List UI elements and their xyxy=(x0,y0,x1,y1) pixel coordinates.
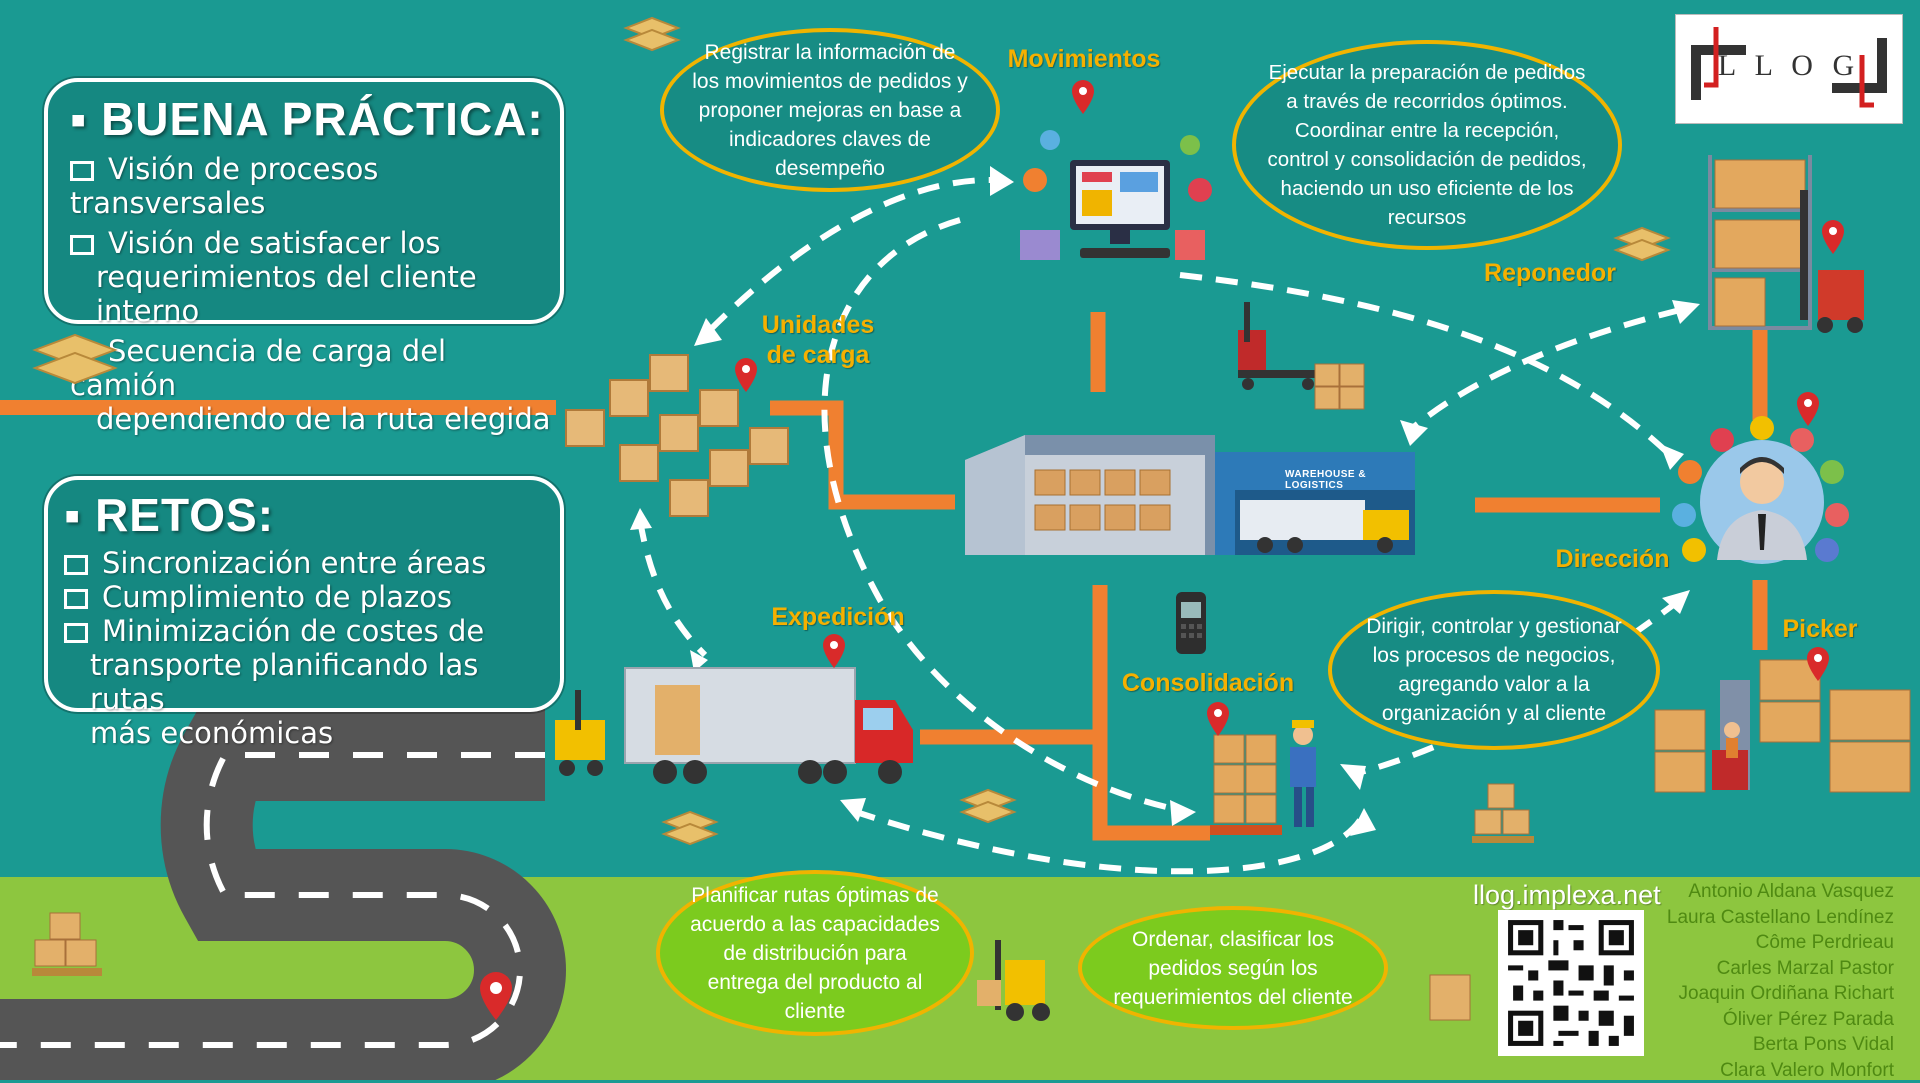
list-item-continuation: dependiendo de la ruta elegida xyxy=(70,402,560,436)
list-item-continuation: más económicas xyxy=(64,716,560,750)
scanner-icon xyxy=(1172,588,1212,658)
checkbox-icon xyxy=(70,235,94,255)
box-stack-icon xyxy=(1420,970,1480,1030)
credit-name: Carles Marzal Pastor xyxy=(1620,956,1894,982)
pallet-icon xyxy=(660,808,720,848)
label-reponedor: Reponedor xyxy=(1470,258,1630,288)
list-item: Visión de procesos transversales xyxy=(70,152,560,220)
location-pin-icon xyxy=(1820,218,1846,256)
forklift-icon xyxy=(975,940,1065,1025)
credit-name: Côme Perdrieau xyxy=(1620,930,1894,956)
bubble-reponedor: Ejecutar la preparación de pedidos a tra… xyxy=(1232,40,1622,250)
manager-avatar-icon xyxy=(1672,410,1852,590)
boxes-cluster-icon xyxy=(560,350,810,530)
good-practice-panel: ▪ BUENA PRÁCTICA: Visión de procesos tra… xyxy=(44,78,564,324)
box-stack-icon xyxy=(1310,356,1370,416)
computer-icon xyxy=(1010,120,1220,290)
warehouse-sign: WAREHOUSE & LOGISTICS xyxy=(1285,469,1425,491)
location-pin-icon xyxy=(1070,78,1096,116)
picker-shelves-icon xyxy=(1650,650,1920,800)
label-unidades-carga: Unidades de carga xyxy=(748,310,888,370)
credit-name: Berta Pons Vidal xyxy=(1620,1032,1894,1058)
list-item: Secuencia de carga del camión xyxy=(70,334,560,402)
pallet-icon xyxy=(622,14,682,54)
credit-name: Clara Valero Monfort xyxy=(1620,1058,1894,1083)
warehouse-icon xyxy=(965,430,1465,565)
location-pin-icon xyxy=(821,632,847,670)
location-pin-icon xyxy=(1805,645,1831,683)
list-item-continuation: requerimientos del cliente interno xyxy=(70,260,560,328)
bubble-movimientos: Registrar la información de los movimien… xyxy=(660,28,1000,192)
box-stack-icon xyxy=(1470,780,1540,850)
label-movimientos: Movimientos xyxy=(994,44,1174,74)
credit-name: Óliver Pérez Parada xyxy=(1620,1007,1894,1033)
list-item: Cumplimiento de plazos xyxy=(64,580,560,614)
pallet-icon xyxy=(30,330,120,390)
road xyxy=(0,755,545,1055)
challenges-panel: ▪ RETOS: Sincronización entre áreas Cump… xyxy=(44,476,564,712)
location-pin-icon xyxy=(1795,390,1821,428)
location-pin-icon xyxy=(478,970,514,1022)
list-item: Sincronización entre áreas xyxy=(64,546,560,580)
truck-icon xyxy=(545,660,925,790)
challenges-title: ▪ RETOS: xyxy=(64,488,560,542)
bubble-direccion: Dirigir, controlar y gestionar los proce… xyxy=(1328,590,1660,750)
box-stack-icon xyxy=(30,908,110,988)
label-consolidacion: Consolidación xyxy=(1108,668,1308,698)
list-item: Minimización de costes de xyxy=(64,614,560,648)
label-picker: Picker xyxy=(1770,614,1870,644)
label-expedicion: Expedición xyxy=(758,602,918,632)
pallet-icon xyxy=(958,786,1018,826)
checkbox-icon xyxy=(64,589,88,609)
checkbox-icon xyxy=(70,161,94,181)
good-practice-title: ▪ BUENA PRÁCTICA: xyxy=(70,92,560,146)
credit-name: Antonio Aldana Vasquez xyxy=(1620,879,1894,905)
bubble-consolidacion: Ordenar, clasificar los pedidos según lo… xyxy=(1078,906,1388,1030)
location-pin-icon xyxy=(1205,700,1231,738)
list-item-continuation: transporte planificando las rutas xyxy=(64,648,560,716)
label-direccion: Dirección xyxy=(1540,544,1685,574)
good-practice-list: Visión de procesos transversales Visión … xyxy=(70,152,560,436)
challenges-list: Sincronización entre áreas Cumplimiento … xyxy=(64,546,560,750)
credit-name: Joaquin Ordiñana Richart xyxy=(1620,981,1894,1007)
checkbox-icon xyxy=(64,555,88,575)
logo: L L O G xyxy=(1675,14,1903,124)
checkbox-icon xyxy=(64,623,88,643)
logo-text: L L O G xyxy=(1676,49,1902,83)
credit-name: Laura Castellano Lendínez xyxy=(1620,905,1894,931)
credits-list: Antonio Aldana Vasquez Laura Castellano … xyxy=(1620,879,1894,1083)
list-item: Visión de satisfacer los xyxy=(70,226,560,260)
bubble-expedicion: Planificar rutas óptimas de acuerdo a la… xyxy=(656,870,974,1036)
